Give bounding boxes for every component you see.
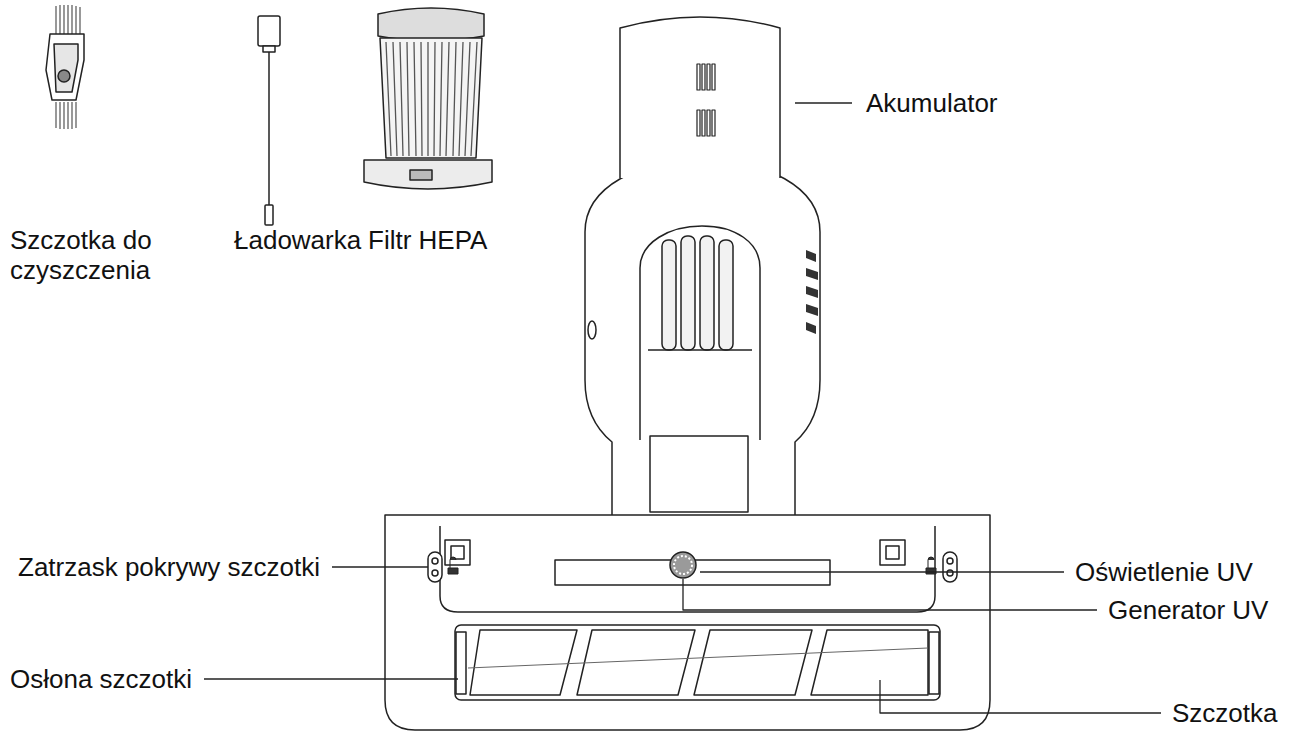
vent — [712, 64, 715, 90]
vent — [707, 64, 710, 90]
latch-dot — [947, 558, 953, 564]
handle-outline — [585, 160, 820, 515]
vacuum-head — [385, 515, 990, 730]
part-label: Osłona szczotki — [10, 664, 192, 694]
roller-cap — [929, 632, 939, 694]
charger-neck — [263, 46, 275, 52]
brush-hook — [58, 70, 70, 82]
rib — [662, 240, 676, 350]
filter-base — [364, 160, 492, 189]
vent — [702, 64, 705, 90]
roller-segment — [811, 630, 928, 695]
handle-inner — [640, 226, 760, 440]
filter-top-ring — [378, 8, 484, 41]
hepa-filter — [364, 8, 492, 189]
charger-cable — [268, 52, 270, 205]
part-label-text: Szczotka do czyszczenia — [10, 225, 152, 285]
part-label: Zatrzask pokrywy szczotki — [18, 552, 320, 582]
rib — [681, 236, 695, 350]
battery-outline — [620, 17, 780, 178]
rib — [719, 240, 733, 350]
part-label-text: Oświetlenie UV — [1075, 557, 1253, 587]
leader-line — [880, 680, 1161, 713]
latch-dot — [432, 558, 438, 564]
vent — [697, 64, 700, 90]
roller-cap — [456, 632, 466, 694]
roller-segment — [694, 630, 812, 695]
part-label-text: Zatrzask pokrywy szczotki — [18, 552, 320, 582]
filter-pleats — [386, 42, 477, 156]
uv-generator — [670, 552, 696, 578]
head-button — [445, 540, 470, 565]
vent — [707, 110, 710, 136]
head-button-inner — [886, 546, 899, 559]
grip-ridges — [806, 250, 818, 334]
rib — [700, 236, 714, 350]
brush-cover — [455, 625, 940, 700]
head-button — [880, 540, 905, 565]
brush-grip — [54, 44, 78, 92]
side-button — [588, 321, 596, 339]
vent — [712, 110, 715, 136]
leader-line — [332, 566, 428, 567]
brush-handle — [46, 34, 84, 100]
part-label: Generator UV — [1108, 595, 1268, 625]
part-label-text: Szczotka — [1172, 698, 1278, 728]
part-label-text: Osłona szczotki — [10, 664, 192, 694]
uv-generator-mesh — [674, 556, 692, 574]
part-label: Akumulator — [866, 88, 998, 118]
part-label: Szczotka do czyszczenia — [10, 225, 180, 285]
leader-line — [683, 579, 1097, 610]
part-label: Ładowarka — [234, 225, 361, 255]
part-label: Oświetlenie UV — [1075, 557, 1253, 587]
filter-body — [380, 38, 482, 158]
leader-line — [795, 102, 852, 103]
part-label-text: Generator UV — [1108, 595, 1268, 625]
vacuum-body — [585, 17, 820, 515]
vent — [697, 110, 700, 136]
neck-seam — [648, 349, 752, 351]
part-label: Szczotka — [1172, 698, 1278, 728]
bristles-bottom — [56, 102, 76, 129]
part-label-text: Filtr HEPA — [368, 225, 487, 255]
latch-dot — [947, 570, 953, 576]
bristles-top — [56, 5, 80, 34]
battery-vents — [697, 64, 715, 136]
filter-tab — [410, 170, 432, 180]
part-label-text: Akumulator — [866, 88, 998, 118]
neck-joint — [650, 436, 748, 512]
leader-line — [204, 678, 458, 679]
roller-segments — [468, 630, 928, 695]
roller-spiral — [468, 648, 928, 668]
leader-lines — [204, 103, 1161, 713]
latch-dot — [432, 570, 438, 576]
latch — [428, 552, 442, 582]
part-label: Filtr HEPA — [368, 225, 487, 255]
lock-icon — [448, 557, 458, 574]
leader-line — [700, 571, 1064, 572]
head-housing — [385, 515, 990, 730]
latch — [943, 552, 957, 582]
part-label-text: Ładowarka — [234, 225, 361, 255]
grip-texture — [806, 250, 818, 334]
vent — [702, 110, 705, 136]
head-plate — [440, 526, 935, 612]
charger-plug — [258, 16, 280, 46]
charger — [258, 16, 280, 225]
cleaning-brush — [46, 5, 84, 129]
roller-segment — [470, 630, 577, 695]
neck-ribs — [662, 236, 733, 350]
charger-tip — [265, 205, 273, 225]
